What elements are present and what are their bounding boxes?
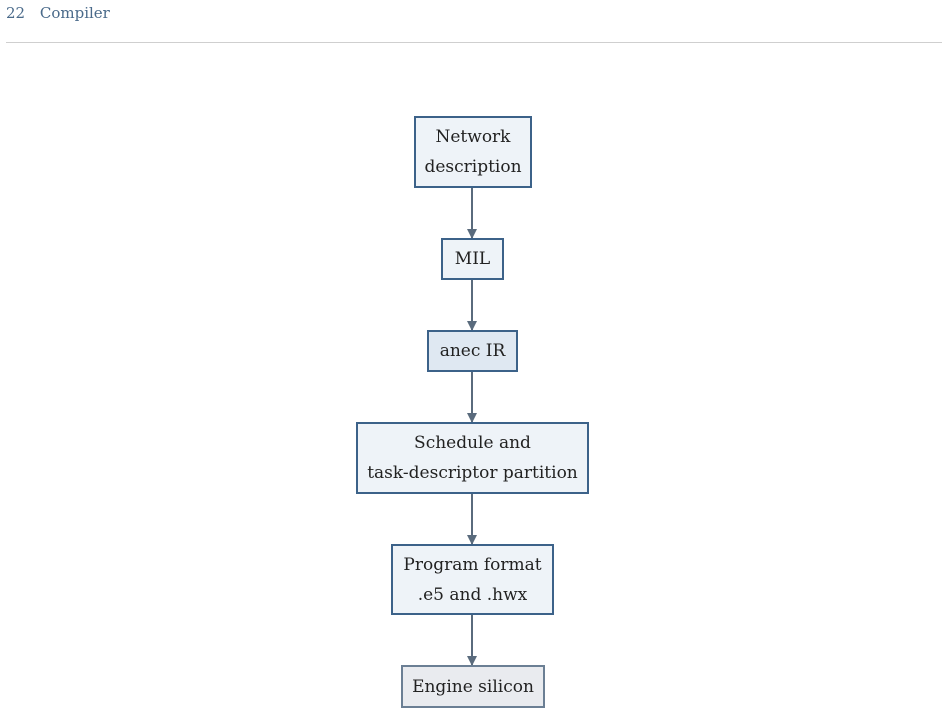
page-header: 22 Compiler: [6, 4, 110, 22]
node-label-line: anec IR: [439, 341, 506, 361]
node-label-line: Program format: [403, 554, 542, 575]
node-mil: MIL: [441, 238, 504, 280]
node-anec-ir: anec IR: [427, 330, 518, 372]
header-rule: [6, 42, 942, 43]
node-network-description: Network description: [414, 116, 532, 188]
node-schedule-partition: Schedule and task-descriptor partition: [356, 422, 589, 494]
node-label-line: MIL: [454, 249, 491, 269]
node-engine-silicon: Engine silicon: [401, 665, 545, 708]
node-label-line: Engine silicon: [412, 676, 534, 697]
node-label-line: Schedule and: [414, 433, 531, 453]
node-label-line: task-descriptor partition: [367, 463, 578, 483]
node-label-line: .e5 and .hwx: [417, 584, 528, 605]
section-title: Compiler: [39, 4, 110, 22]
page-number: 22: [6, 4, 26, 22]
node-label-line: Network: [435, 127, 511, 147]
node-program-format: Program format .e5 and .hwx: [391, 544, 554, 615]
node-label-line: description: [424, 157, 522, 177]
